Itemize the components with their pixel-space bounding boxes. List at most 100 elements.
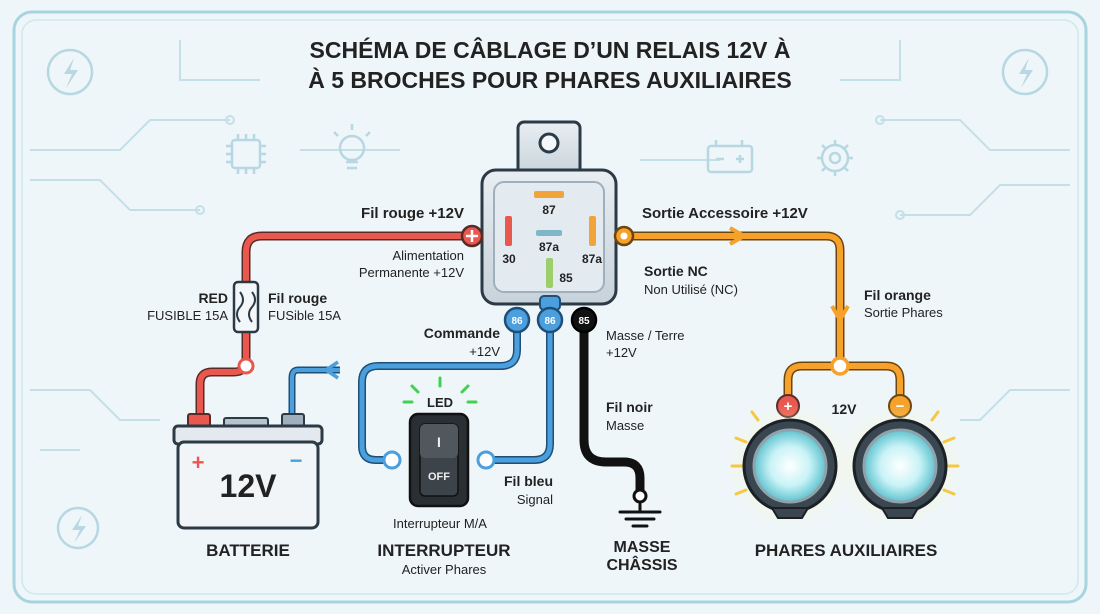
permanent-label-1: Alimentation bbox=[392, 248, 464, 263]
switch-caption: Interrupteur M/A bbox=[393, 516, 487, 531]
ground-title-2: CHÂSSIS bbox=[606, 555, 677, 574]
tab-86-left bbox=[503, 306, 531, 334]
blue-wire-command bbox=[359, 329, 520, 463]
nc-output-label-2: Non Utilisé (NC) bbox=[644, 282, 738, 297]
pin-87a-center-label: 87a bbox=[539, 240, 559, 254]
fuse-element-icon bbox=[236, 291, 244, 323]
battery-icon bbox=[706, 140, 754, 174]
circuit-decoration bbox=[30, 40, 1070, 451]
outer-frame bbox=[12, 10, 1088, 604]
fuse-element-icon bbox=[248, 291, 256, 323]
title-line-1: SCHÉMA DE CÂBLAGE D’UN RELAIS 12V À bbox=[310, 36, 791, 63]
tab-85 bbox=[570, 306, 598, 334]
command-label-2: +12V bbox=[469, 344, 500, 359]
battery-voltage: 12V bbox=[220, 468, 278, 504]
tab-86-right bbox=[536, 306, 564, 334]
ground-terminal bbox=[632, 488, 648, 504]
led-glow bbox=[402, 376, 478, 404]
fuse bbox=[232, 280, 260, 334]
fuse-right-label-1: Fil rouge bbox=[268, 290, 327, 306]
mount-hole bbox=[538, 132, 560, 154]
battery-plus-sign: + bbox=[192, 450, 205, 475]
gear-icon bbox=[817, 140, 853, 176]
light-ray-icon bbox=[930, 410, 960, 496]
switch-rocker-top bbox=[420, 424, 458, 458]
permanent-label-2: Permanente +12V bbox=[359, 265, 464, 280]
pin-87a bbox=[589, 216, 596, 246]
battery-body bbox=[176, 440, 320, 530]
ground-symbol-icon bbox=[618, 500, 662, 528]
pin-87-label: 87 bbox=[542, 203, 556, 217]
lamp-bracket bbox=[770, 507, 810, 519]
plus-icon bbox=[466, 230, 478, 242]
chip-icon bbox=[226, 134, 266, 174]
orange-wire-label-2: Sortie Phares bbox=[864, 305, 943, 320]
accessory-output-label: Sortie Accessoire +12V bbox=[642, 205, 808, 222]
led-label: LED bbox=[427, 395, 453, 410]
battery: + − 12V bbox=[172, 413, 324, 530]
fuse-right-label-2: FUSible 15A bbox=[268, 308, 341, 323]
orange-junction bbox=[830, 356, 850, 376]
switch-title: INTERRUPTEUR bbox=[377, 541, 510, 560]
fuse-left-label-2: FUSIBLE 15A bbox=[147, 308, 228, 323]
tab-85-label: 85 bbox=[578, 316, 590, 327]
pin-30 bbox=[505, 216, 512, 246]
rocker-switch[interactable]: I OFF bbox=[408, 412, 470, 508]
orange-wire bbox=[621, 233, 843, 321]
blue-wire-label-1: Fil bleu bbox=[504, 473, 553, 489]
flow-arrow-icon bbox=[729, 226, 749, 246]
switch-terminal bbox=[382, 450, 402, 470]
pin-85 bbox=[546, 258, 553, 288]
blue-wire-signal bbox=[483, 329, 553, 463]
red-wire bbox=[243, 233, 475, 288]
fuse-body bbox=[232, 280, 260, 334]
lights-title: PHARES AUXILIAIRES bbox=[755, 541, 938, 560]
black-wire-label-1: Fil noir bbox=[606, 399, 653, 415]
tab-86-left-label: 86 bbox=[511, 316, 523, 327]
blue-wire-battery bbox=[290, 368, 340, 420]
switch-subtitle: Activer Phares bbox=[402, 562, 487, 577]
tab-86-right-label: 86 bbox=[544, 316, 556, 327]
ground-label-2: +12V bbox=[606, 345, 637, 360]
pin-30-label: 30 bbox=[502, 252, 516, 266]
ground-label-1: Masse / Terre bbox=[606, 328, 685, 343]
pin-87a-center bbox=[536, 230, 562, 236]
ground-title-1: MASSE bbox=[614, 539, 671, 556]
terminal-dot bbox=[620, 232, 628, 240]
orange-wire-label-1: Fil orange bbox=[864, 287, 931, 303]
black-ground-wire bbox=[579, 327, 645, 497]
title-line-2: À 5 BROCHES POUR PHARES AUXILIAIRES bbox=[308, 66, 792, 93]
lamp-lens bbox=[862, 428, 938, 504]
blue-wire-label-2: Signal bbox=[517, 492, 553, 507]
relay-face bbox=[493, 181, 605, 293]
pin-87 bbox=[534, 191, 564, 198]
lights-voltage: 12V bbox=[832, 401, 858, 417]
nc-output-label-1: Sortie NC bbox=[644, 263, 708, 279]
pin-85-label: 85 bbox=[559, 271, 573, 285]
lamp-left bbox=[728, 404, 852, 528]
switch-on-label: I bbox=[437, 434, 441, 450]
lamp-lens bbox=[752, 428, 828, 504]
flow-arrow-icon bbox=[830, 305, 850, 325]
battery-title: BATTERIE bbox=[206, 541, 290, 560]
lamp-bracket bbox=[880, 507, 920, 519]
lightbulb-icon bbox=[333, 124, 371, 170]
fuse-left-label-1: RED bbox=[198, 290, 228, 306]
bolt-gear-icon bbox=[56, 506, 100, 550]
lamp-right bbox=[838, 404, 962, 528]
switch-terminal bbox=[476, 450, 496, 470]
battery-minus-sign: − bbox=[290, 448, 303, 473]
light-ray-icon bbox=[730, 410, 760, 496]
black-wire-label-2: Masse bbox=[606, 418, 644, 433]
relay: 87 30 87a 87a 85 bbox=[480, 120, 618, 306]
bolt-gear-icon bbox=[46, 48, 94, 96]
inner-frame bbox=[21, 19, 1079, 595]
command-label-1: Commande bbox=[424, 325, 500, 341]
bolt-gear-icon bbox=[1001, 48, 1049, 96]
wire-junction bbox=[237, 357, 255, 375]
red-wire-label: Fil rouge +12V bbox=[361, 205, 464, 222]
flow-arrow-icon bbox=[322, 360, 339, 380]
pin-87a-label: 87a bbox=[582, 252, 602, 266]
